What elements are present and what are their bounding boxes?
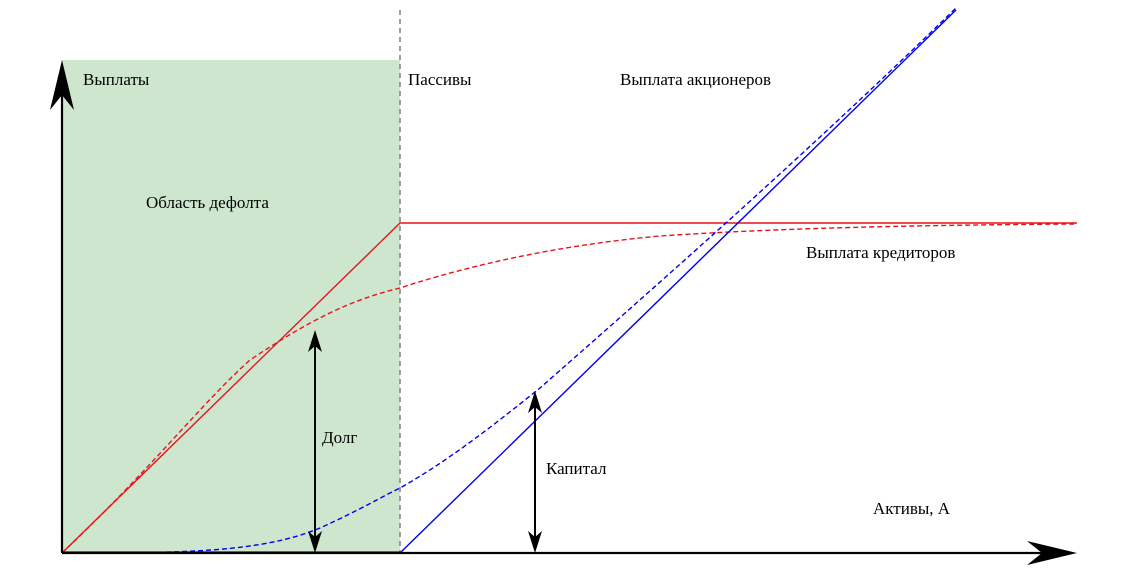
creditor-payoff-line (61, 222, 1077, 554)
creditor-payoff-label: Выплата кредиторов (806, 243, 955, 262)
default-region-label: Область дефолта (146, 193, 269, 212)
debt-arrow (308, 330, 322, 553)
x-axis (62, 541, 1077, 565)
shareholder-value-curve (61, 7, 957, 554)
y-axis (50, 60, 74, 553)
shareholder-payoff-line (399, 9, 957, 554)
equity-label: Капитал (546, 459, 607, 478)
liabilities-label: Пассивы (408, 70, 472, 89)
y-axis-label: Выплаты (83, 70, 150, 89)
default-region (62, 60, 400, 553)
x-axis-label: Активы, A (873, 499, 951, 518)
equity-arrow (528, 391, 542, 553)
debt-label: Долг (322, 428, 357, 447)
creditor-value-curve (61, 223, 1078, 554)
shareholder-payoff-label: Выплата акционеров (620, 70, 771, 89)
